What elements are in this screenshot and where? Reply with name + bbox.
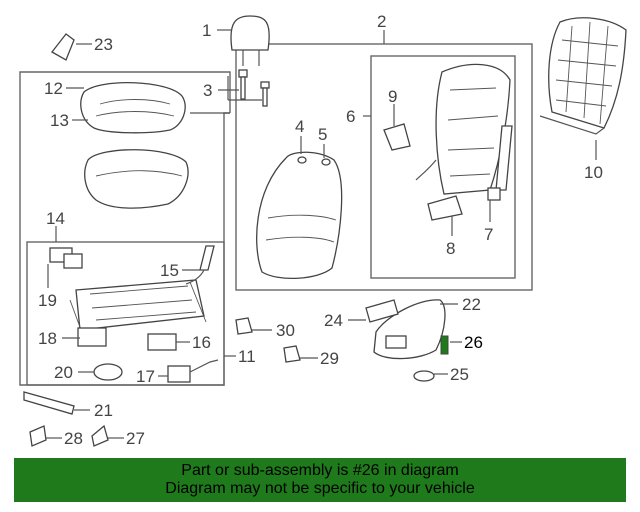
clip-30-part[interactable] <box>235 317 253 335</box>
bracket-8-part[interactable] <box>427 195 463 221</box>
callout-14: 14 <box>46 209 65 228</box>
cover-27-part[interactable] <box>91 424 109 447</box>
callout-numbers: 1 2 3 4 5 6 7 8 9 10 11 12 13 14 15 16 1… <box>38 12 603 448</box>
seat-track-part[interactable] <box>69 279 207 339</box>
callout-7: 7 <box>484 225 493 244</box>
trim-24-part[interactable] <box>365 299 399 323</box>
callout-12: 12 <box>44 79 63 98</box>
part-26-highlighted[interactable] <box>440 335 449 355</box>
banner-line-2: Diagram may not be specific to your vehi… <box>165 480 475 497</box>
callout-18: 18 <box>38 329 57 348</box>
lumbar-7-part[interactable] <box>487 125 513 201</box>
motor-19-part[interactable] <box>49 247 83 269</box>
callout-26: 26 <box>464 333 483 352</box>
cover-20-part[interactable] <box>93 363 123 381</box>
callout-27: 27 <box>126 429 145 448</box>
frame-group-box <box>370 55 516 279</box>
callout-10: 10 <box>584 163 603 182</box>
callout-8: 8 <box>446 239 455 258</box>
callout-2: 2 <box>377 12 386 31</box>
callout-11: 11 <box>238 347 256 366</box>
callout-13: 13 <box>50 111 69 130</box>
callout-6: 6 <box>346 107 355 126</box>
callout-21: 21 <box>94 401 113 420</box>
callout-28: 28 <box>64 429 83 448</box>
callout-24: 24 <box>324 311 343 330</box>
callout-23: 23 <box>94 35 113 54</box>
callout-3: 3 <box>203 81 212 100</box>
callout-19: 19 <box>38 291 57 310</box>
seatback-panel-part[interactable] <box>539 17 627 135</box>
clip-29-part[interactable] <box>283 345 301 363</box>
cushion-pad-part[interactable] <box>80 81 186 134</box>
parts-diagram: 1 2 3 4 5 6 7 8 9 10 11 12 13 14 15 16 1… <box>19 12 627 448</box>
leader-lines <box>46 29 597 439</box>
callout-22: 22 <box>462 295 481 314</box>
callout-4: 4 <box>295 117 304 136</box>
clip-23-part[interactable] <box>51 33 75 61</box>
callout-1: 1 <box>202 21 211 40</box>
headrest-part[interactable] <box>230 15 270 66</box>
cover-28-part[interactable] <box>29 425 47 447</box>
guide-bolts-part[interactable] <box>238 69 270 107</box>
callout-25: 25 <box>450 365 469 384</box>
cable-15-part[interactable] <box>185 245 215 285</box>
cushion-cover-part[interactable] <box>84 149 189 209</box>
seatback-cover-part[interactable] <box>256 151 343 280</box>
info-banner: Part or sub-assembly is #26 in diagram D… <box>14 458 626 502</box>
banner-line-1: Part or sub-assembly is #26 in diagram <box>181 462 459 479</box>
seat-track-box <box>26 241 225 386</box>
switch-17-part[interactable] <box>167 359 219 383</box>
unit-16-part[interactable] <box>147 333 177 351</box>
knob-25-part[interactable] <box>413 370 435 382</box>
cover-21-part[interactable] <box>23 391 75 415</box>
callout-29: 29 <box>320 349 339 368</box>
callout-16: 16 <box>192 333 211 352</box>
callout-15: 15 <box>160 261 179 280</box>
motor-18-part[interactable] <box>77 327 107 347</box>
callout-5: 5 <box>318 125 327 144</box>
side-shield-part[interactable] <box>373 299 446 360</box>
seatback-frame-part[interactable] <box>415 63 511 195</box>
callout-9: 9 <box>388 87 397 106</box>
callout-30: 30 <box>276 321 295 340</box>
callout-17: 17 <box>136 367 155 386</box>
bracket-9-part[interactable] <box>383 123 411 151</box>
callout-20: 20 <box>54 363 73 382</box>
